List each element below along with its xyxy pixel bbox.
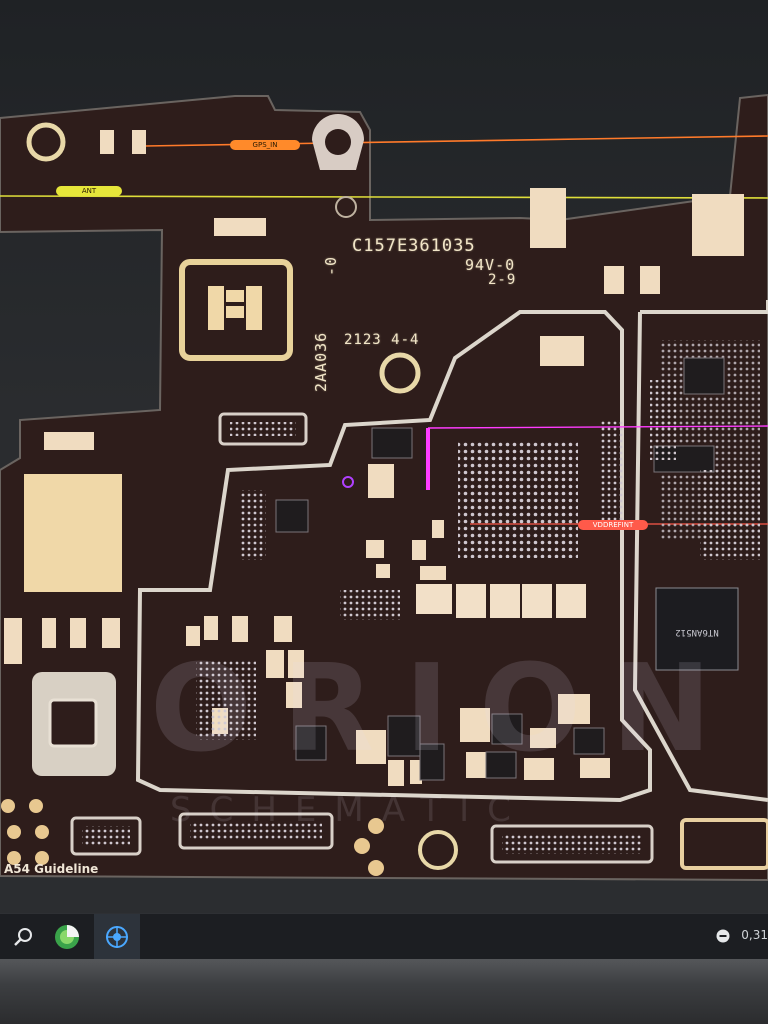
component-cluster [4, 130, 744, 786]
ant-net-label[interactable]: ANT [56, 186, 122, 196]
taskbar-search-button[interactable] [0, 914, 46, 960]
mount-hole-top-left [26, 122, 66, 162]
mount-hole-center [379, 352, 421, 394]
mount-hole-bottom [418, 830, 458, 870]
document-caption: A54 Guideline [4, 862, 99, 876]
taskbar-app-button-1[interactable] [44, 914, 90, 960]
tray-minus-icon[interactable] [716, 929, 730, 943]
taskbar-clock[interactable]: 0,31 [741, 928, 768, 942]
gps-net-label[interactable]: GPS_IN [230, 140, 300, 150]
pcb-layout-canvas[interactable]: NT6AN512 [0, 0, 768, 900]
taskbar-app-button-2[interactable] [94, 914, 140, 960]
board-connector-2 [178, 812, 334, 850]
logo-pad-frame [179, 259, 293, 361]
svg-text:NT6AN512: NT6AN512 [675, 627, 718, 637]
silkscreen-rating: 94V-0 [465, 256, 516, 274]
silkscreen-part: 2AA036 [312, 331, 330, 392]
large-pad [24, 474, 122, 592]
silkscreen-zero: -0 [322, 255, 340, 276]
search-icon [14, 928, 32, 946]
probe-marker [342, 476, 354, 488]
brand-watermark-sub: SCHEMATIC [170, 790, 529, 830]
board-connector-1 [218, 412, 308, 446]
silkscreen-code: C157E361035 [352, 236, 476, 256]
taskbar: 0,31 [0, 913, 768, 960]
silkscreen-date: 2123 4-4 [344, 332, 420, 348]
shield-outline-main [135, 310, 652, 803]
blue-app-icon [106, 926, 128, 948]
memory-chip [655, 587, 739, 671]
main-bga-chip [458, 440, 578, 558]
monitor-bezel [0, 959, 768, 1024]
test-points [1, 799, 384, 876]
board-connector-3 [490, 824, 654, 864]
ant-net-trace [0, 195, 768, 199]
board-connector-4 [70, 816, 142, 856]
silkscreen-rating-sub: 2-9 [488, 272, 517, 288]
vmon-net-label[interactable]: VDDREFINT [578, 520, 648, 530]
brand-watermark: ORION [150, 640, 742, 779]
pcb-board-view[interactable]: NT6AN512 [0, 0, 768, 900]
ic-cluster [275, 357, 725, 781]
shield-outline-right [632, 300, 768, 802]
via-field [196, 380, 760, 740]
board-connector-5 [680, 818, 768, 870]
green-app-icon [55, 925, 79, 949]
capacitor-row [416, 584, 586, 618]
